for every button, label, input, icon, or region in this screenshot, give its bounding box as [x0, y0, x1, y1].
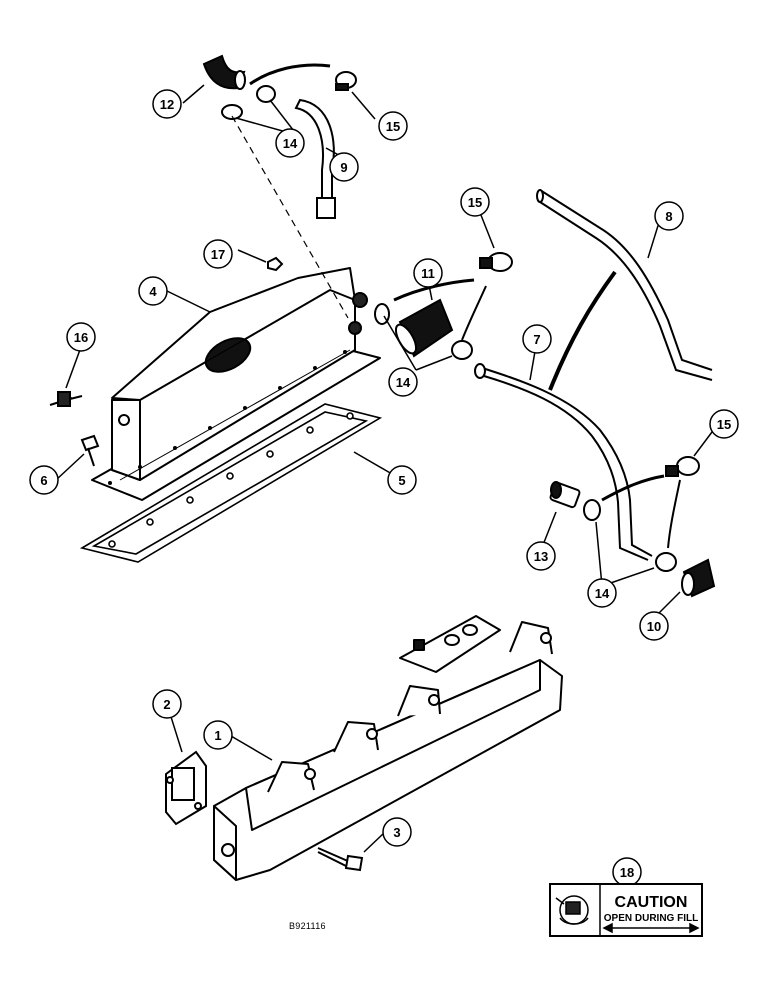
radiator-cap-icon — [555, 895, 589, 925]
callout-15-mid: 15 — [460, 187, 490, 217]
callout-5: 5 — [387, 465, 417, 495]
callout-16: 16 — [66, 322, 96, 352]
svg-text:15: 15 — [468, 195, 482, 210]
assembly-lead — [667, 479, 681, 549]
bleed-valve — [49, 391, 83, 407]
svg-text:15: 15 — [717, 417, 731, 432]
assembly-lead — [461, 285, 487, 341]
svg-text:15: 15 — [386, 119, 400, 134]
assembly-lead — [601, 474, 665, 502]
svg-text:14: 14 — [595, 586, 610, 601]
callout-13: 13 — [526, 541, 556, 571]
hose-sleeve — [394, 298, 454, 358]
svg-text:13: 13 — [534, 549, 548, 564]
double-arrow-icon — [602, 922, 700, 934]
svg-text:6: 6 — [40, 473, 47, 488]
callout-14-right: 14 — [587, 578, 617, 608]
callout-11: 11 — [413, 258, 443, 288]
callout-6: 6 — [29, 465, 59, 495]
alignment-line — [231, 115, 349, 319]
callout-4: 4 — [138, 276, 168, 306]
svg-text:12: 12 — [160, 97, 174, 112]
svg-text:2: 2 — [163, 697, 170, 712]
manifold-gasket — [165, 750, 207, 826]
callout-7: 7 — [522, 324, 552, 354]
decal-title: CAUTION — [615, 894, 688, 911]
valve-cover-housing — [91, 267, 381, 501]
assembly-lead — [249, 63, 331, 86]
svg-text:14: 14 — [283, 136, 298, 151]
svg-text:10: 10 — [647, 619, 661, 634]
svg-text:1: 1 — [214, 728, 221, 743]
callout-1: 1 — [203, 720, 233, 750]
cap-screw — [80, 434, 100, 467]
svg-text:16: 16 — [74, 330, 88, 345]
elbow-hose — [202, 54, 246, 90]
callout-18: 18 — [612, 857, 642, 887]
nut — [267, 256, 284, 272]
svg-text:9: 9 — [340, 160, 347, 175]
decal-subtitle: OPEN DURING FILL — [604, 913, 698, 924]
svg-text:4: 4 — [149, 284, 157, 299]
callout-15-top: 15 — [378, 111, 408, 141]
short-sleeve — [681, 558, 716, 598]
svg-text:5: 5 — [398, 473, 405, 488]
callout-14-mid: 14 — [388, 367, 418, 397]
svg-text:8: 8 — [665, 209, 672, 224]
svg-text:18: 18 — [620, 865, 634, 880]
callout-3: 3 — [382, 817, 412, 847]
svg-text:7: 7 — [533, 332, 540, 347]
svg-text:11: 11 — [421, 266, 435, 281]
callout-14-top: 14 — [275, 128, 305, 158]
long-tube — [536, 189, 713, 381]
callout-2: 2 — [152, 689, 182, 719]
callout-10: 10 — [639, 611, 669, 641]
manifold-bolt — [317, 847, 364, 872]
callout-8: 8 — [654, 201, 684, 231]
assembly-lead — [548, 270, 617, 391]
svg-text:17: 17 — [211, 247, 225, 262]
callout-12: 12 — [152, 89, 182, 119]
assembly-lead — [393, 278, 475, 302]
hose-clamp — [221, 71, 357, 120]
svg-text:3: 3 — [393, 825, 400, 840]
drawing-number: B921116 — [289, 921, 326, 931]
callout-15-right: 15 — [709, 409, 739, 439]
hose-fitting — [549, 481, 581, 509]
exhaust-manifold — [213, 615, 563, 881]
hose-clamp — [583, 456, 700, 572]
callout-9: 9 — [329, 152, 359, 182]
coolant-tube — [474, 363, 653, 561]
callout-17: 17 — [203, 239, 233, 269]
caution-decal: CAUTION OPEN DURING FILL — [549, 883, 703, 937]
hose-clamp — [374, 252, 513, 360]
cover-gasket — [79, 403, 383, 563]
small-hose — [294, 98, 336, 219]
svg-text:14: 14 — [396, 375, 411, 390]
